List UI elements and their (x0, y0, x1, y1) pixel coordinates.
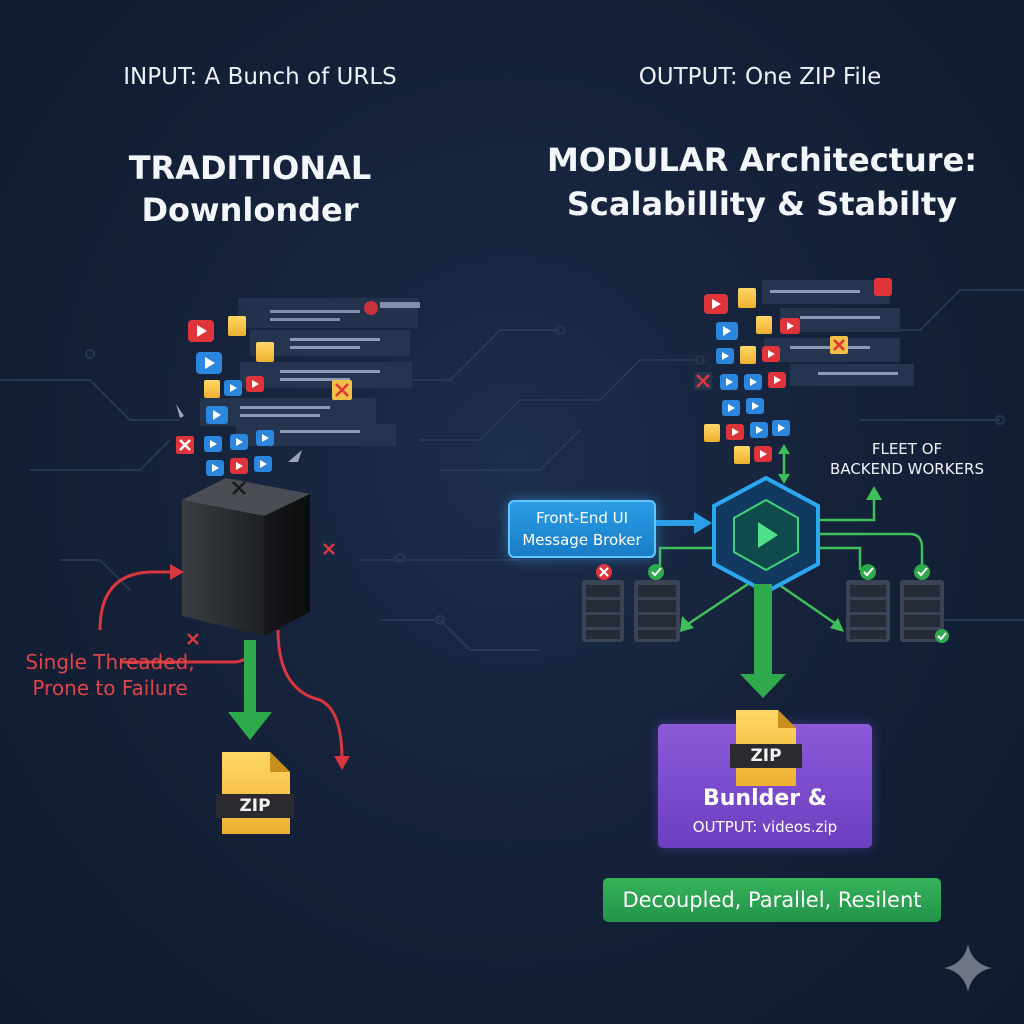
sparkle-icon (944, 944, 992, 992)
red-arrowhead (334, 756, 350, 770)
circuit-background (0, 289, 1024, 651)
video-play-icon (224, 380, 242, 396)
error-x-icon (596, 564, 612, 580)
url-row (238, 298, 420, 328)
video-play-icon (744, 374, 762, 390)
monolith-cube (182, 478, 310, 636)
server-rack-icon (900, 580, 944, 642)
ui-box-line2: Message Broker (522, 531, 642, 549)
left-zip-label: ZIP (239, 796, 271, 816)
green-arrow-down (228, 640, 272, 740)
youtube-play-icon (762, 346, 780, 362)
url-row (250, 330, 410, 356)
success-check-icon (648, 564, 664, 580)
right-title-line1: MODULAR Architecture: (546, 141, 978, 179)
success-check-icon (914, 564, 930, 580)
server-rack-icon (634, 580, 680, 642)
green-connectors (658, 446, 924, 626)
error-icon (364, 301, 378, 315)
video-play-icon (746, 398, 764, 414)
video-play-icon (716, 348, 734, 364)
output-label: OUTPUT: One ZIP File (638, 64, 882, 90)
left-url-list (176, 298, 420, 476)
failure-note-line2: Prone to Failure (32, 676, 188, 700)
right-url-list (694, 278, 914, 464)
error-x-icon (332, 380, 352, 400)
server-rack-icon (582, 580, 624, 642)
bundler-title: Bunlder & (703, 786, 827, 811)
video-play-icon (254, 456, 272, 472)
server-rack-icon (846, 580, 890, 642)
youtube-play-icon (188, 320, 214, 342)
tagline-badge: Decoupled, Parallel, Resilent (603, 878, 941, 922)
url-row (790, 364, 914, 386)
youtube-play-icon (246, 376, 264, 392)
youtube-play-icon (230, 458, 248, 474)
left-title-line2: Downlonder (141, 191, 359, 229)
ui-box-line1: Front-End UI (535, 509, 629, 527)
left-title-line1: TRADITIONAL (128, 149, 372, 187)
failure-note-line1: Single Threaded, (25, 650, 195, 674)
success-check-icon (935, 629, 949, 643)
youtube-play-icon (704, 294, 728, 314)
blue-connector (652, 512, 712, 534)
youtube-play-icon (780, 318, 800, 334)
video-play-icon (206, 460, 224, 476)
youtube-play-icon (754, 446, 772, 462)
video-play-icon (256, 430, 274, 446)
green-arrow-down (740, 584, 786, 698)
red-arrowhead (170, 564, 184, 580)
zip-folder-icon (704, 424, 720, 442)
bundler-zip-label: ZIP (750, 746, 782, 766)
youtube-play-icon (726, 424, 744, 440)
video-play-icon (750, 422, 768, 438)
error-x-icon (694, 372, 712, 390)
url-row (240, 362, 412, 388)
fleet-label-line2: BACKEND WORKERS (830, 460, 984, 478)
error-x-icon (187, 543, 335, 645)
zip-folder-icon (734, 446, 750, 464)
video-play-icon (196, 352, 222, 374)
video-play-icon (230, 434, 248, 450)
error-x-icon (830, 336, 848, 354)
video-play-icon (720, 374, 738, 390)
youtube-play-icon (768, 372, 786, 388)
video-play-icon (772, 420, 790, 436)
bundler-zip-file-icon (730, 710, 802, 786)
right-title-line2: Scalabillity & Stabilty (566, 185, 958, 223)
input-label: INPUT: A Bunch of URLS (123, 64, 397, 90)
success-check-icon (860, 564, 876, 580)
url-row (762, 280, 890, 304)
broker-hexagon-icon (712, 475, 820, 595)
video-play-icon (206, 406, 228, 424)
zip-folder-icon (256, 342, 274, 362)
zip-folder-icon (228, 316, 246, 336)
url-row (200, 398, 376, 426)
zip-folder-icon (738, 288, 756, 308)
video-play-icon (722, 400, 740, 416)
frontend-ui-message-broker: Front-End UI Message Broker (508, 500, 656, 558)
video-play-icon (716, 322, 738, 340)
error-x-icon (176, 436, 194, 454)
url-row (236, 424, 396, 446)
zip-folder-icon (740, 346, 756, 364)
zip-folder-icon (204, 380, 220, 398)
bundler-output-file: OUTPUT: videos.zip (692, 818, 838, 836)
error-icon (874, 278, 892, 296)
fleet-label-line1: FLEET OF (871, 440, 943, 458)
zip-file-icon (216, 752, 294, 834)
zip-folder-icon (756, 316, 772, 334)
video-play-icon (204, 436, 222, 452)
